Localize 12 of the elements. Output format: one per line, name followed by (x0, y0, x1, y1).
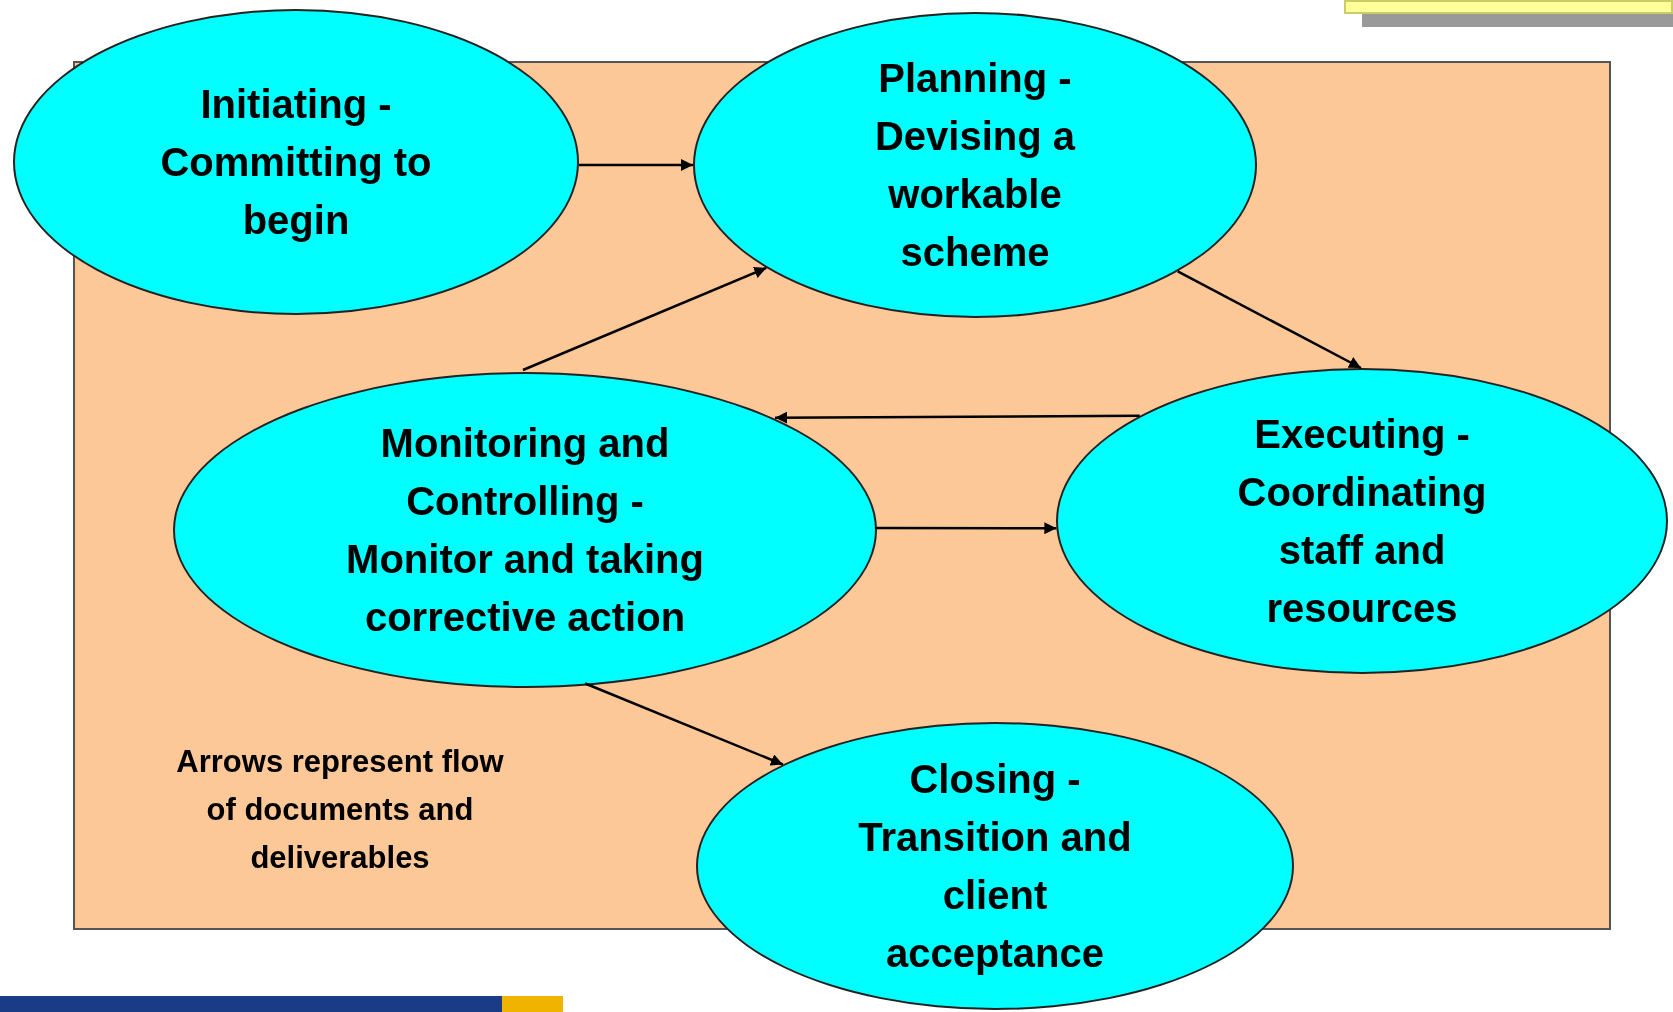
note-text: Arrows represent flow of documents and deliverables (175, 743, 505, 877)
arrow (1177, 270, 1362, 370)
node-label: Monitoring and Controlling - Monitor and taking corrective action (345, 420, 705, 641)
arrow (584, 682, 784, 766)
arrow (775, 411, 1140, 424)
node-label: Planning - Devising a workable scheme (873, 55, 1077, 276)
node-label: Closing - Transition and client acceptance (857, 756, 1133, 977)
node-label: Initiating - Committing to begin (159, 81, 433, 244)
arrow (578, 159, 693, 171)
arrow (522, 266, 767, 372)
arrow (875, 522, 1057, 535)
node-label: Executing - Coordinating staff and resources (1236, 411, 1488, 632)
